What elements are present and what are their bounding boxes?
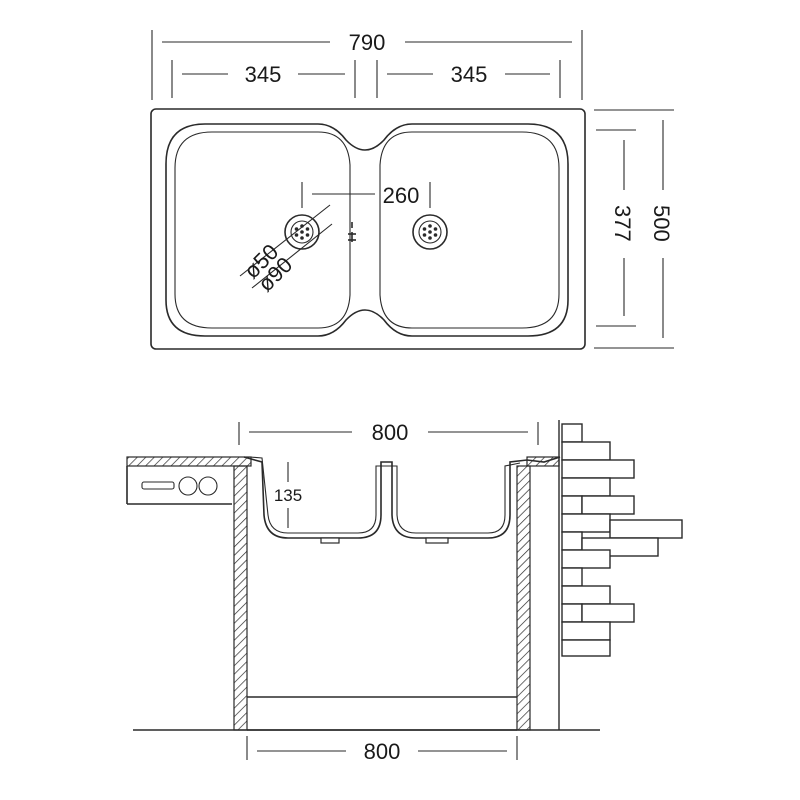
- right-bowl-inner: [379, 131, 560, 329]
- right-drain: [412, 214, 448, 250]
- bowl-outline: [165, 123, 569, 337]
- left-drain: [284, 214, 320, 250]
- drain-spacing-label: 260: [383, 183, 420, 208]
- overflow-slot: [348, 222, 356, 242]
- overall-depth-dimension: 500: [594, 109, 674, 349]
- bowl-width-dimensions: 345 345: [171, 60, 561, 98]
- overall-width-dimension: 790: [151, 30, 583, 100]
- brick-wall: [558, 420, 683, 730]
- left-bowl-inner: [174, 131, 351, 329]
- countertop: [126, 456, 560, 505]
- sink-width-label: 800: [372, 420, 409, 445]
- top-view: 790 345 345: [150, 30, 674, 350]
- basin-depth-dimension: 135: [274, 462, 302, 528]
- sink-width-dimension: 800: [238, 420, 539, 445]
- basin-depth-label: 135: [274, 486, 302, 505]
- cabinet: [133, 465, 600, 731]
- bowl-width-right-label: 345: [451, 62, 488, 87]
- sink-basin-profile: [243, 456, 561, 544]
- drain-spacing-dimension: 260: [301, 182, 431, 208]
- drain-diameter-leaders: ø50 ø90: [239, 204, 333, 297]
- overall-width-label: 790: [349, 30, 386, 55]
- cabinet-width-dimension: 800: [246, 736, 518, 764]
- bowl-depth-dimension: 377: [596, 129, 636, 327]
- cooker-controls: [141, 476, 218, 496]
- side-view: 800 135: [126, 420, 683, 764]
- overall-depth-label: 500: [649, 205, 674, 242]
- sink-outline: [150, 108, 586, 350]
- cabinet-width-label: 800: [364, 739, 401, 764]
- bowl-width-left-label: 345: [245, 62, 282, 87]
- bowl-depth-label: 377: [610, 205, 635, 242]
